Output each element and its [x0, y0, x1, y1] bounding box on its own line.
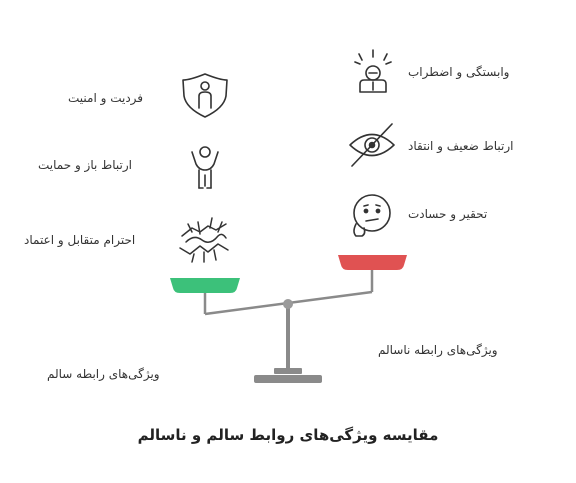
healthy-heading: ویژگی‌های رابطه سالم — [47, 367, 160, 381]
shield-person-icon — [182, 73, 228, 118]
unhealthy-item-3: تحقیر و حسادت — [408, 207, 488, 221]
scale-base-top — [274, 368, 302, 374]
healthy-pan — [170, 278, 240, 293]
unhealthy-pan — [338, 255, 407, 270]
scale-base — [254, 375, 322, 383]
scale-pivot — [283, 299, 293, 309]
crossed-eye-icon — [349, 123, 395, 167]
unhealthy-item-2: ارتباط ضعیف و انتقاد — [408, 139, 514, 153]
healthy-item-3: احترام متقابل و اعتماد — [24, 233, 136, 247]
anxious-person-icon — [354, 49, 392, 93]
diagram-title: مقایسه ویژگی‌های روابط سالم و ناسالم — [137, 426, 439, 444]
thinking-face-icon — [353, 194, 391, 237]
unhealthy-item-1: وابستگی و اضطراب — [408, 65, 510, 79]
unhealthy-heading: ویژگی‌های رابطه ناسالم — [378, 343, 498, 357]
healthy-item-1: فردیت و امنیت — [68, 91, 144, 105]
healthy-item-2: ارتباط باز و حمایت — [38, 158, 133, 172]
handshake-icon — [179, 217, 229, 263]
balance-scale — [170, 255, 407, 383]
scale-pillar — [286, 305, 290, 369]
open-arms-person-icon — [191, 146, 219, 189]
